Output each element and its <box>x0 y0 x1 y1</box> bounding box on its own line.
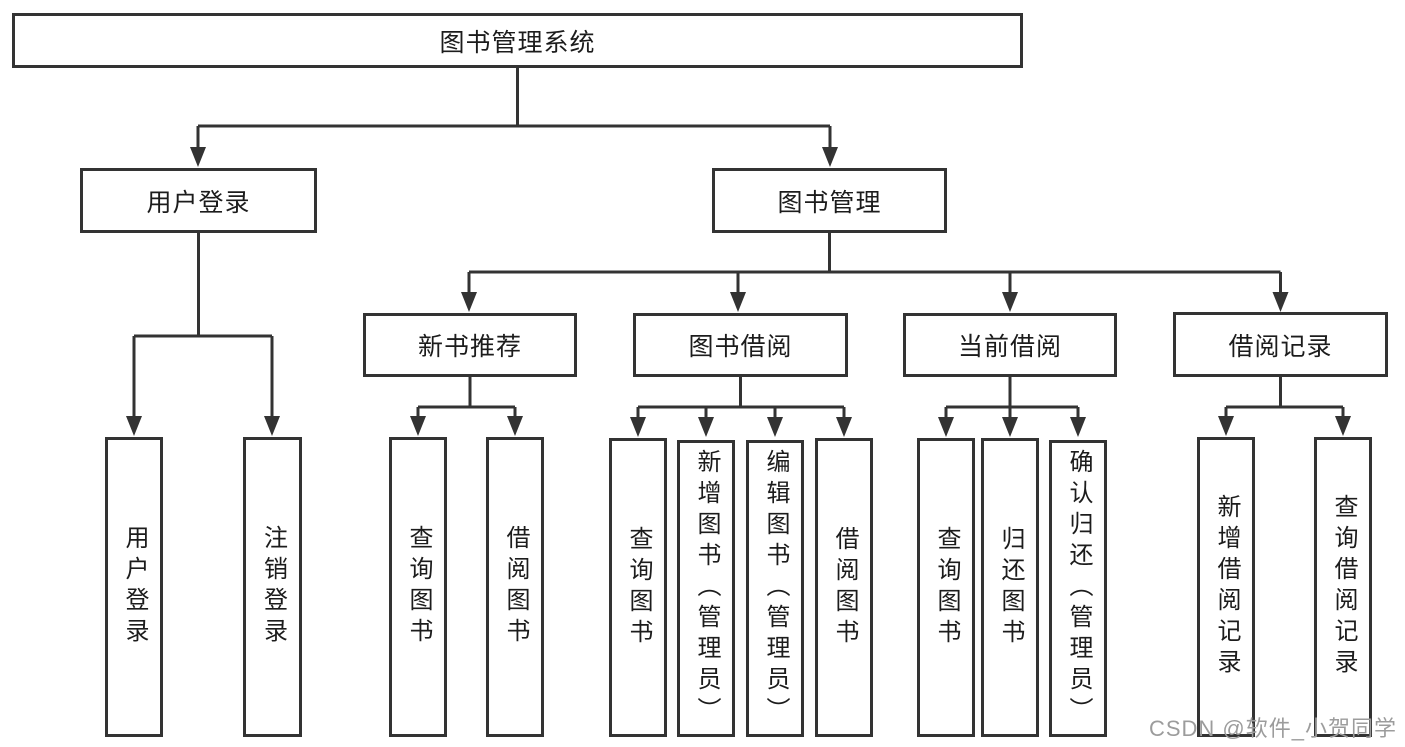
leaf-new-book-recommend-query: 查询图书 <box>389 437 447 737</box>
leaf-label: 借阅图书 <box>831 525 858 650</box>
leaf-label: 查询借阅记录 <box>1330 494 1357 680</box>
leaf-book-borrow-borrow: 借阅图书 <box>815 438 873 737</box>
node-root: 图书管理系统 <box>12 13 1023 68</box>
leaf-user-login-login: 用户登录 <box>105 437 163 737</box>
node-current-borrow: 当前借阅 <box>903 313 1117 377</box>
leaf-label: 查询图书 <box>405 525 432 649</box>
leaf-user-login-logout: 注销登录 <box>243 437 302 737</box>
node-book-management: 图书管理 <box>712 168 947 233</box>
node-book-borrow-label: 图书借阅 <box>688 333 793 361</box>
leaf-label: 注销登录 <box>259 525 287 649</box>
leaf-new-book-recommend-borrow: 借阅图书 <box>486 437 544 737</box>
node-book-management-label: 图书管理 <box>777 188 882 217</box>
csdn-watermark: CSDN @软件_小贺同学 <box>1148 716 1397 741</box>
leaf-book-borrow-edit-admin: 编辑图书（管理员） <box>746 440 804 737</box>
leaf-label: 用户登录 <box>121 525 148 649</box>
node-borrow-records-label: 借阅记录 <box>1228 332 1333 361</box>
node-book-borrow: 图书借阅 <box>633 313 848 377</box>
leaf-label: 确认归还（管理员） <box>1065 449 1092 728</box>
node-borrow-records: 借阅记录 <box>1173 312 1388 377</box>
leaf-book-borrow-add-admin: 新增图书（管理员） <box>677 440 735 737</box>
leaf-label: 查询图书 <box>625 525 652 650</box>
leaf-current-borrow-query: 查询图书 <box>917 438 975 737</box>
leaf-label: 编辑图书（管理员） <box>762 449 789 728</box>
leaf-current-borrow-return: 归还图书 <box>981 438 1039 737</box>
leaf-book-borrow-query: 查询图书 <box>609 438 667 737</box>
leaf-label: 新增图书（管理员） <box>693 449 720 728</box>
node-new-book-recommend: 新书推荐 <box>363 313 577 377</box>
leaf-label: 查询图书 <box>933 525 960 650</box>
node-new-book-recommend-label: 新书推荐 <box>417 333 522 361</box>
node-user-login-label: 用户登录 <box>146 188 251 217</box>
leaf-label: 借阅图书 <box>502 525 529 649</box>
node-root-label: 图书管理系统 <box>439 28 596 57</box>
leaf-label: 新增借阅记录 <box>1213 494 1240 680</box>
node-current-borrow-label: 当前借阅 <box>957 333 1062 361</box>
leaf-label: 归还图书 <box>997 525 1024 650</box>
node-user-login: 用户登录 <box>80 168 317 233</box>
leaf-borrow-records-query: 查询借阅记录 <box>1314 437 1372 737</box>
leaf-current-borrow-confirm-admin: 确认归还（管理员） <box>1049 440 1107 737</box>
leaf-borrow-records-add: 新增借阅记录 <box>1197 437 1255 737</box>
